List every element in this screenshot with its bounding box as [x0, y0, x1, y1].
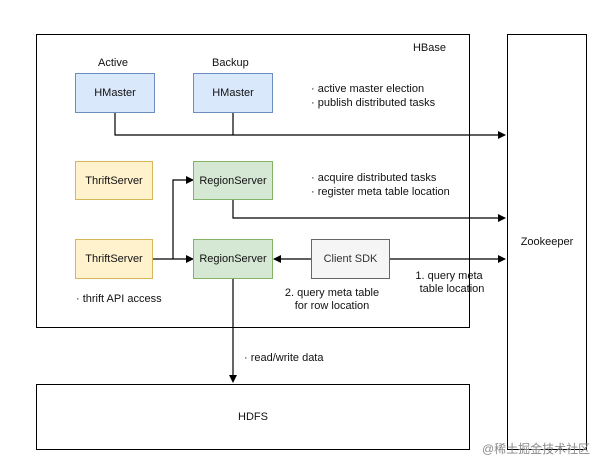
- watermark: @稀土掘金技术社区: [482, 442, 591, 456]
- zookeeper-label: Zookeeper: [520, 236, 574, 248]
- zookeeper-box: Zookeeper: [507, 34, 587, 450]
- regionserver-bottom-label: RegionServer: [199, 253, 267, 265]
- read-write-label: · read/write data: [244, 352, 324, 364]
- client-query-zk-line1: 1. query meta: [415, 270, 483, 282]
- client-query-rs-line2: for row location: [294, 300, 370, 312]
- arrow-active-hmaster-to-zookeeper: [114, 113, 506, 139]
- backup-caption: Backup: [212, 57, 249, 69]
- rs-note-register: · register meta table location: [311, 186, 450, 198]
- hbase-title: HBase: [412, 42, 446, 54]
- client-sdk: Client SDK: [311, 239, 390, 279]
- thriftserver-top: ThriftServer: [75, 161, 153, 200]
- regionserver-bottom: RegionServer: [193, 239, 273, 279]
- arrow-thrift-to-regionserver-top: [172, 176, 194, 259]
- client-sdk-label: Client SDK: [323, 253, 378, 265]
- regionserver-top-label: RegionServer: [199, 174, 267, 187]
- master-note-election: · active master election: [311, 83, 425, 95]
- hdfs-label: HDFS: [238, 411, 268, 423]
- hmaster-backup: HMaster: [193, 73, 273, 113]
- master-note-publish: · publish distributed tasks: [311, 97, 436, 109]
- thrift-note: · thrift API access: [76, 293, 162, 305]
- rs-note-acquire: · acquire distributed tasks: [311, 172, 437, 184]
- hmaster-backup-label: HMaster: [212, 87, 254, 99]
- hmaster-active: HMaster: [75, 73, 155, 113]
- thriftserver-bottom-label: ThriftServer: [85, 253, 143, 265]
- active-caption: Active: [98, 57, 128, 69]
- thriftserver-top-label: ThriftServer: [85, 174, 143, 187]
- thriftserver-bottom: ThriftServer: [75, 239, 153, 279]
- hdfs-box: HDFS: [36, 384, 470, 450]
- client-query-zk-line2: table location: [419, 283, 485, 295]
- client-query-rs-line1: 2. query meta table: [284, 287, 380, 299]
- regionserver-top: RegionServer: [193, 161, 273, 200]
- hmaster-active-label: HMaster: [94, 87, 136, 99]
- arrow-regionservers-to-zookeeper: [232, 197, 506, 222]
